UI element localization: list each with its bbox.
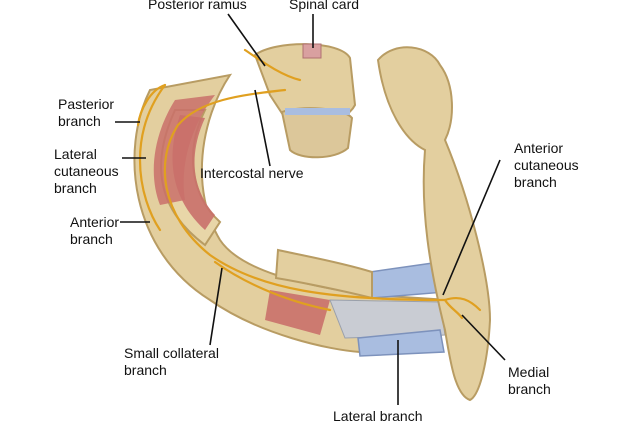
sternum: [376, 46, 492, 402]
intervertebral-disc: [285, 108, 350, 115]
label-lateral-cutaneous-branch: Lateral cutaneous branch: [54, 146, 119, 197]
small-collateral-nerve: [213, 260, 332, 312]
leader-anterior-cutaneous: [442, 159, 501, 296]
label-anterior-cutaneous-line2: cutaneous: [514, 157, 579, 173]
label-posterior-branch: Pasterior branch: [58, 96, 114, 130]
posterior-branch-nerve: [136, 83, 167, 127]
label-medial-branch: Medial branch: [508, 364, 551, 398]
label-small-collateral-line2: branch: [124, 362, 167, 378]
leader-small-collateral: [209, 267, 223, 346]
leader-intercostal-nerve: [254, 89, 271, 167]
label-posterior-branch-line1: Pasterior: [58, 96, 115, 112]
label-small-collateral-line1: Small collateral: [124, 345, 219, 361]
label-intercostal-nerve: Intercostal nerve: [200, 165, 304, 181]
medial-branch-nerve: [443, 298, 464, 320]
label-lateral-cutaneous-line3: branch: [54, 180, 97, 196]
nerves: [136, 48, 482, 320]
intercostal-nerve-path: [163, 88, 447, 302]
posterior-ramus-nerve: [243, 48, 302, 82]
label-spinal-cord: Spinal card: [289, 0, 360, 12]
label-lateral-cutaneous-line2: cutaneous: [54, 163, 119, 179]
intercostal-muscle-anterior: [265, 290, 330, 335]
leader-posterior-ramus: [227, 13, 266, 67]
label-small-collateral-branch: Small collateral branch: [124, 345, 219, 379]
leader-lines: [115, 13, 506, 405]
label-medial-branch-line2: branch: [508, 381, 551, 397]
label-anterior-cutaneous-line1: Anterior: [514, 140, 564, 156]
label-lateral-cutaneous-line1: Lateral: [54, 146, 97, 162]
label-anterior-cutaneous-line3: branch: [514, 174, 557, 190]
label-posterior-ramus: Posterior ramus: [148, 0, 247, 12]
vertebra-lower-body: [280, 107, 354, 159]
lateral-cutaneous-nerve: [138, 83, 167, 232]
label-anterior-branch-line2: branch: [70, 231, 113, 247]
leader-medial-branch: [461, 314, 506, 361]
label-lateral-branch: Lateral branch: [333, 408, 423, 424]
label-anterior-branch-line1: Anterior: [70, 214, 120, 230]
costal-cartilage-lower: [357, 329, 445, 357]
anterior-cutaneous-nerve: [443, 296, 482, 312]
label-anterior-branch: Anterior branch: [70, 214, 119, 248]
intercostal-muscle-posterior: [153, 95, 215, 205]
label-medial-branch-line1: Medial: [508, 364, 550, 380]
label-posterior-branch-line2: branch: [58, 113, 101, 129]
spinal-cord-shape: [302, 43, 322, 59]
label-anterior-cutaneous-branch: Anterior cutaneous branch: [514, 140, 579, 191]
